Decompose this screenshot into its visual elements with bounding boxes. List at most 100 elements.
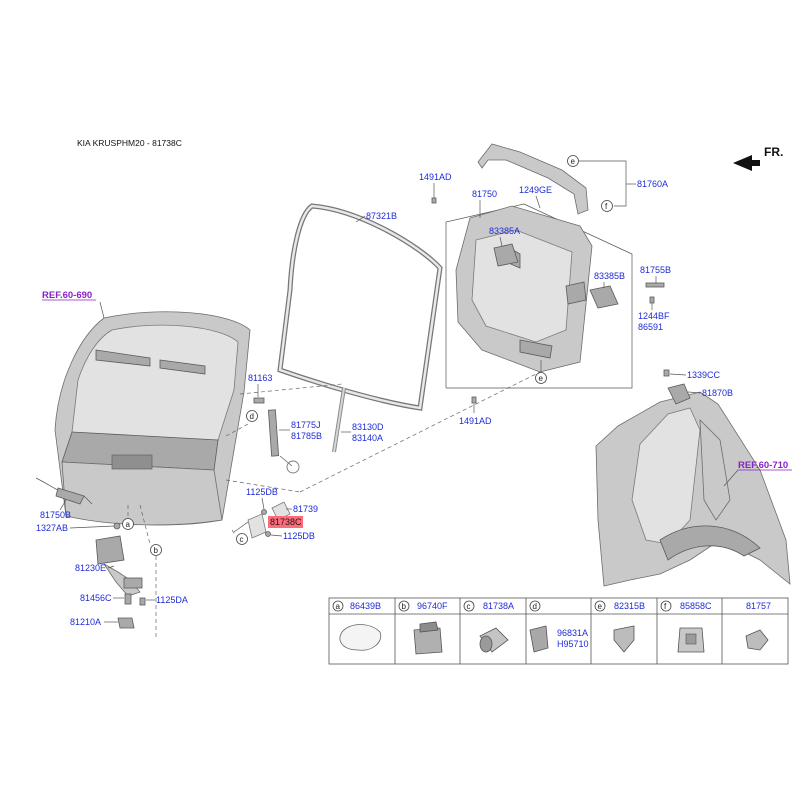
svg-text:a: a bbox=[336, 602, 341, 611]
part-81210a[interactable] bbox=[117, 617, 135, 629]
part-label-86591[interactable]: 86591 bbox=[638, 322, 663, 332]
pad-83385b[interactable] bbox=[589, 285, 619, 309]
wiper-rod[interactable] bbox=[332, 387, 346, 453]
part-label-83385a[interactable]: 83385A bbox=[489, 226, 520, 236]
part-label-81210a[interactable]: 81210A bbox=[70, 617, 101, 627]
part-label-1339cc[interactable]: 1339CC bbox=[687, 370, 721, 380]
cable-part[interactable] bbox=[35, 477, 93, 505]
bolt-1491ad-top[interactable] bbox=[431, 197, 437, 204]
cap-86439b-icon bbox=[339, 624, 382, 651]
legend-callout-a bbox=[332, 600, 344, 612]
legend-callout-e bbox=[594, 600, 606, 612]
part-label-1125db-lower[interactable]: 1125DB bbox=[283, 531, 315, 541]
part-label-81739[interactable]: 81739 bbox=[293, 504, 318, 514]
weatherstrip-87321b[interactable] bbox=[277, 203, 443, 411]
spoiler-81760a[interactable] bbox=[477, 143, 589, 215]
legend-part-h95710[interactable]: H95710 bbox=[557, 639, 589, 649]
gas-strut[interactable] bbox=[267, 409, 300, 474]
svg-text:b: b bbox=[154, 546, 159, 555]
part-81163[interactable] bbox=[253, 397, 265, 404]
legend-callout-d bbox=[529, 600, 541, 612]
svg-text:d: d bbox=[533, 602, 537, 611]
bolt-1125db-lower[interactable] bbox=[265, 531, 271, 537]
body-side-panel[interactable] bbox=[595, 391, 791, 587]
legend-cell-c[interactable]: c 81738A bbox=[463, 600, 514, 653]
ref-label-60-690[interactable]: REF.60-690 bbox=[42, 290, 92, 301]
part-label-81755b[interactable]: 81755B bbox=[640, 265, 671, 275]
selected-part-highlight bbox=[268, 516, 303, 528]
part-label-81750[interactable]: 81750 bbox=[472, 189, 497, 199]
part-label-1491ad-mid[interactable]: 1491AD bbox=[459, 416, 492, 426]
part-label-81750b[interactable]: 81750B bbox=[40, 510, 71, 520]
legend-part-81738a[interactable]: 81738A bbox=[483, 601, 514, 611]
part-label-1491ad-top[interactable]: 1491AD bbox=[419, 172, 452, 182]
camera-96831a-icon bbox=[529, 625, 549, 653]
part-label-81456c[interactable]: 81456C bbox=[80, 593, 112, 603]
part-81456c[interactable] bbox=[124, 593, 132, 605]
bracket-81738c[interactable] bbox=[247, 513, 267, 539]
svg-text:e: e bbox=[598, 602, 603, 611]
bolt-1327ab[interactable] bbox=[113, 522, 121, 530]
part-label-83385b[interactable]: 83385B bbox=[594, 271, 625, 281]
callout-d[interactable] bbox=[246, 410, 258, 422]
legend-part-96740f[interactable]: 96740F bbox=[417, 601, 448, 611]
callout-e-lower[interactable] bbox=[535, 372, 547, 384]
legend-callout-b bbox=[398, 600, 410, 612]
svg-text:b: b bbox=[402, 602, 407, 611]
part-label-83130d[interactable]: 83130D bbox=[352, 422, 384, 432]
part-81755b[interactable] bbox=[645, 282, 665, 288]
pad-83385a[interactable] bbox=[493, 243, 519, 267]
part-label-87321b[interactable]: 87321B bbox=[366, 211, 397, 221]
legend-part-82315b[interactable]: 82315B bbox=[614, 601, 645, 611]
grommet-96740f-icon bbox=[413, 627, 443, 655]
legend-callout-c bbox=[463, 600, 475, 612]
legend-cell-d[interactable]: d 96831A H95710 bbox=[529, 600, 589, 653]
trim-panel-81750[interactable] bbox=[455, 205, 593, 373]
bolt-1491ad-mid[interactable] bbox=[471, 396, 477, 404]
part-label-1244bf[interactable]: 1244BF bbox=[638, 311, 670, 321]
part-label-81738c[interactable]: 81738C bbox=[270, 517, 302, 527]
diagram-title: KIA KRUSPHM20 - 81738C bbox=[77, 138, 182, 148]
svg-text:c: c bbox=[240, 535, 244, 544]
bolt-1244bf[interactable] bbox=[649, 296, 655, 304]
callout-f[interactable] bbox=[601, 200, 613, 212]
bolt-1125da[interactable] bbox=[139, 597, 146, 606]
callout-c[interactable] bbox=[236, 533, 248, 545]
callout-b[interactable] bbox=[150, 544, 162, 556]
legend-part-86439b[interactable]: 86439B bbox=[350, 601, 381, 611]
front-direction-arrow-icon bbox=[733, 155, 760, 171]
legend-part-96831a[interactable]: 96831A bbox=[557, 628, 588, 638]
part-label-81775j[interactable]: 81775J bbox=[291, 420, 321, 430]
legend-cell-e[interactable]: e 82315B bbox=[594, 600, 645, 653]
bolt-1125db-upper[interactable] bbox=[261, 509, 267, 515]
legend-cell-81757[interactable]: 81757 bbox=[745, 601, 771, 651]
svg-text:f: f bbox=[664, 602, 667, 611]
svg-text:e: e bbox=[571, 157, 576, 166]
latch-assembly[interactable] bbox=[95, 535, 143, 597]
part-label-1327ab[interactable]: 1327AB bbox=[36, 523, 68, 533]
part-label-81230e[interactable]: 81230E bbox=[75, 563, 106, 573]
part-label-81163[interactable]: 81163 bbox=[248, 373, 272, 383]
bolt-1339cc[interactable] bbox=[663, 369, 670, 377]
part-label-81760a[interactable]: 81760A bbox=[637, 179, 668, 189]
part-label-1125db-upper[interactable]: 1125DB bbox=[246, 487, 278, 497]
legend-part-85858c[interactable]: 85858C bbox=[680, 601, 712, 611]
fastener-81757-icon bbox=[745, 629, 769, 651]
part-label-83140a[interactable]: 83140A bbox=[352, 433, 383, 443]
part-label-81785b[interactable]: 81785B bbox=[291, 431, 322, 441]
part-label-1249ge[interactable]: 1249GE bbox=[519, 185, 552, 195]
part-label-1125da[interactable]: 1125DA bbox=[156, 595, 188, 605]
callout-a[interactable] bbox=[122, 518, 134, 530]
tailgate-panel[interactable] bbox=[54, 311, 251, 526]
bracket-81870b[interactable] bbox=[667, 383, 691, 405]
callout-e-upper[interactable] bbox=[567, 155, 579, 167]
legend-cell-f[interactable]: f 85858C bbox=[660, 600, 712, 653]
ref-label-60-710[interactable]: REF.60-710 bbox=[738, 460, 788, 471]
legend-part-81757[interactable]: 81757 bbox=[746, 601, 771, 611]
legend-cell-a[interactable]: a 86439B bbox=[332, 600, 382, 651]
legend-callout-f bbox=[660, 600, 672, 612]
part-label-81870b[interactable]: 81870B bbox=[702, 388, 733, 398]
legend-cell-b[interactable]: b 96740F bbox=[398, 600, 448, 655]
svg-text:a: a bbox=[126, 520, 131, 529]
